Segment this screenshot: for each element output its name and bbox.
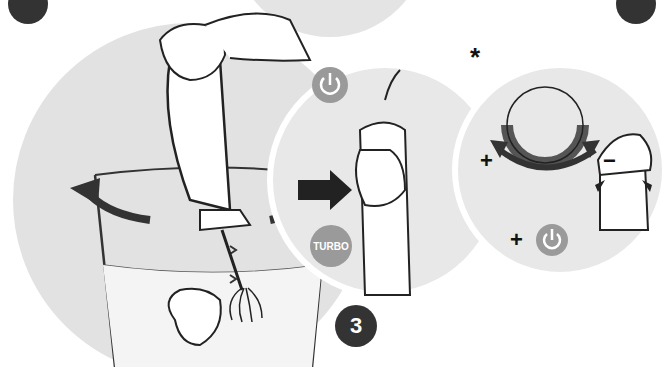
press-arrow <box>298 170 352 210</box>
hand <box>356 150 405 206</box>
sign-symbol: − <box>603 150 616 172</box>
power-icon <box>329 73 332 85</box>
cord <box>385 70 400 100</box>
power-button <box>312 67 348 103</box>
speed-dial <box>507 125 583 163</box>
liquid <box>103 265 322 367</box>
speed-dial <box>507 87 583 163</box>
sign-symbol: + <box>480 150 493 172</box>
node-circle <box>310 225 352 267</box>
callout-text: 3 <box>350 313 362 339</box>
callout-number: 3 <box>335 305 377 347</box>
footnote-mark: * <box>470 44 480 70</box>
turn-arrow <box>595 180 652 192</box>
hand <box>169 289 221 345</box>
node-circle <box>335 305 377 347</box>
power-button <box>536 224 568 256</box>
shaft <box>222 230 242 290</box>
button-label: TURBO <box>313 241 349 252</box>
step-circle <box>10 20 370 367</box>
arm <box>205 14 310 61</box>
previous-callout <box>616 0 656 24</box>
handle <box>360 123 410 296</box>
arrow-head <box>490 140 600 158</box>
arrow-head <box>70 178 100 205</box>
sign-symbol: + <box>510 229 523 251</box>
power-icon <box>551 229 554 240</box>
rotation-arrow <box>90 195 150 220</box>
whisk <box>230 288 262 322</box>
hand <box>598 134 651 175</box>
button-badge: TURBO <box>310 225 352 267</box>
detail-circle <box>455 65 662 275</box>
previous-callout <box>8 0 48 24</box>
coupling <box>200 210 250 230</box>
dial-arrow <box>500 150 595 168</box>
